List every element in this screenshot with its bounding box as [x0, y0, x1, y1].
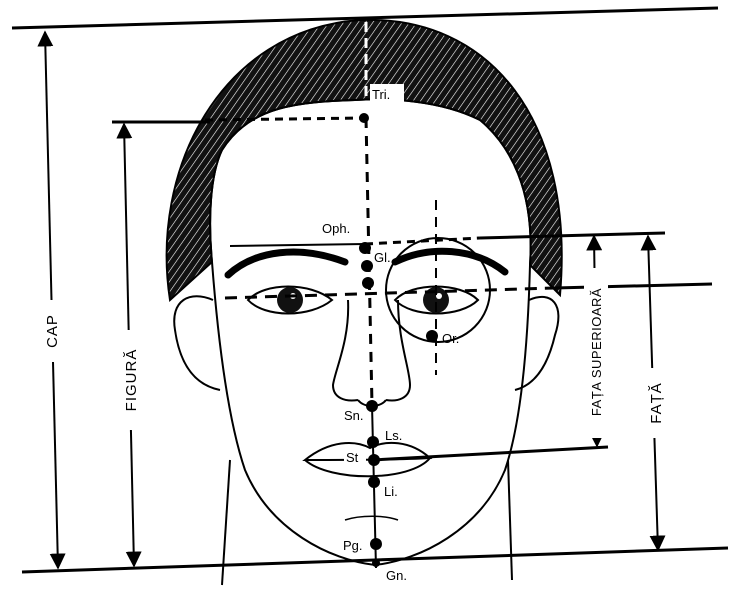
line-eyes-right: [555, 284, 712, 288]
point-n: [362, 277, 374, 289]
face-outline: [210, 99, 531, 565]
chin-crease: [345, 516, 398, 520]
fata-label: FAȚĂ: [648, 382, 665, 424]
neck-right: [508, 460, 512, 580]
line-ophryon-dashed: [365, 238, 480, 244]
left-eyebrow: [228, 252, 345, 275]
left-eye: [248, 287, 332, 314]
line-ophryon: [230, 244, 365, 246]
point-li: [368, 476, 380, 488]
point-oph: [359, 242, 371, 254]
label-tri: Tri.: [372, 87, 390, 102]
point-st: [368, 454, 380, 466]
label-li: Li.: [384, 484, 398, 499]
point-gn: [372, 559, 380, 567]
line-ophryon-right: [480, 233, 665, 238]
label-st: St: [346, 450, 359, 465]
label-gl: Gl.: [374, 250, 391, 265]
right-eyebrow: [395, 251, 505, 272]
label-ls: Ls.: [385, 428, 402, 443]
point-tri: [359, 113, 369, 123]
label-gn: Gn.: [386, 568, 407, 583]
label-oph: Oph.: [322, 221, 350, 236]
label-sn: Sn.: [344, 408, 364, 423]
point-pg: [370, 538, 382, 550]
label-or: Or.: [442, 331, 459, 346]
cap-label: CAP: [44, 314, 61, 348]
point-ls: [367, 436, 379, 448]
left-ear: [174, 296, 220, 390]
point-sn: [366, 400, 378, 412]
hair: [167, 20, 562, 300]
fata-superioara-label: FAȚA SUPERIOARĂ: [589, 288, 604, 416]
point-or: [426, 330, 438, 342]
figura-label: FIGURĂ: [123, 349, 140, 412]
label-pg: Pg.: [343, 538, 363, 553]
right-ear: [515, 297, 558, 390]
point-gl: [361, 260, 373, 272]
